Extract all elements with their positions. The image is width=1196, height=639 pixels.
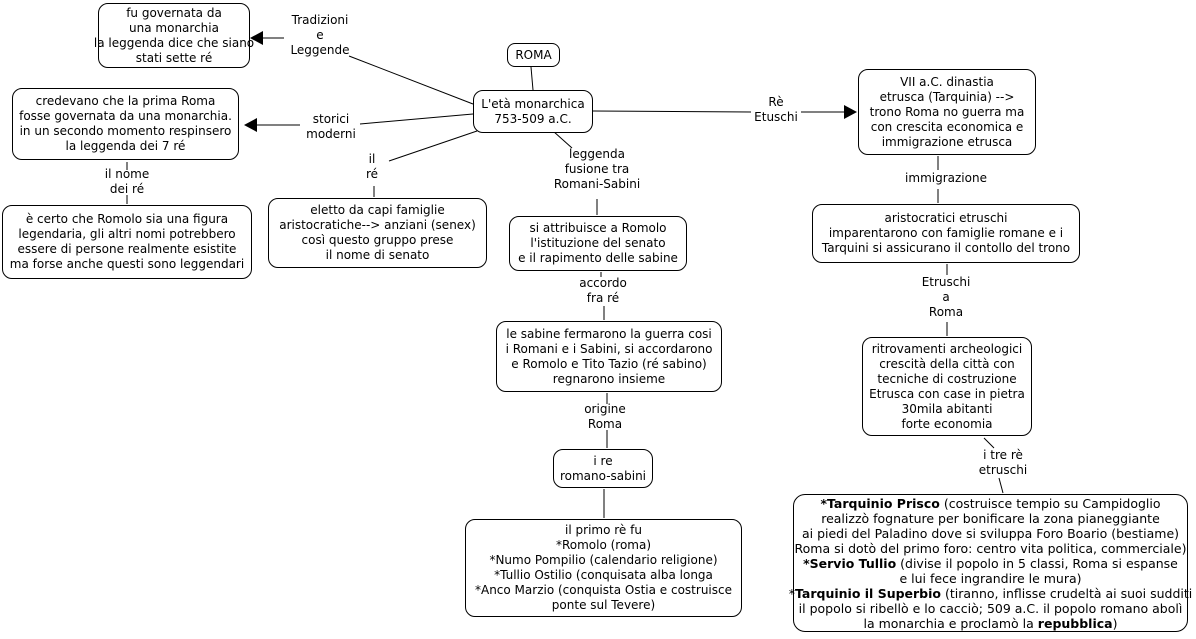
- kings-tarquinio-prisco: *Tarquinio Prisco: [820, 495, 940, 511]
- kings-line-7: *Tarquinio il Superbio (tiranno, infliss…: [788, 585, 1193, 601]
- arrowhead-right-dinastia: [844, 105, 857, 119]
- node-sette-re[interactable]: fu governata da una monarchia la leggend…: [94, 3, 254, 68]
- kings-tarquinio-superbio: Tarquinio il Superbio: [795, 585, 942, 601]
- connector-eta-storici: [359, 113, 474, 125]
- kings-line-1: *Tarquinio Prisco (costruisce tempio su …: [820, 495, 1161, 511]
- node-roma-text: ROMA: [515, 47, 552, 62]
- link-label-accordo-fra-re[interactable]: accordo fra ré: [579, 276, 627, 305]
- node-si-attribuisce[interactable]: si attribuisce a Romolo l'istituzione de…: [509, 216, 687, 271]
- node-eta-monarchica[interactable]: L'età monarchica 753-509 a.C.: [473, 90, 593, 133]
- link-label-re-etuschi[interactable]: Rè Etuschi: [754, 95, 798, 124]
- node-re-romano-sabini[interactable]: i re romano-sabini: [553, 449, 653, 488]
- node-ritrovamenti-text: ritrovamenti archeologici crescità della…: [869, 341, 1025, 431]
- arrowhead-left-tradizioni: [250, 31, 263, 45]
- node-primo-re[interactable]: il primo rè fu *Romolo (roma) *Numo Pomp…: [465, 519, 742, 617]
- link-label-origine-roma[interactable]: origine Roma: [584, 402, 626, 431]
- node-dinastia-etrusca-text: VII a.C. dinastia etrusca (Tarquinia) --…: [869, 74, 1025, 149]
- kings-line-4: Roma si dotò del primo foro: centro vita…: [794, 540, 1187, 556]
- node-eletto-text: eletto da capi famiglie aristocratiche--…: [279, 203, 476, 262]
- node-sette-re-text: fu governata da una monarchia la leggend…: [93, 5, 255, 65]
- connector-eta-reetuschi: [592, 110, 752, 113]
- kings-line-2: realizzò fognature per bonificare la zon…: [821, 510, 1160, 526]
- link-label-il-nome-dei-re[interactable]: il nome dei ré: [104, 167, 150, 196]
- node-eta-monarchica-text: L'età monarchica 753-509 a.C.: [481, 96, 585, 126]
- node-credevano-text: credevano che la prima Roma fosse govern…: [19, 94, 232, 153]
- node-aristocratici-text: aristocratici etruschi imparentarono con…: [821, 211, 1071, 255]
- node-dinastia-etrusca[interactable]: VII a.C. dinastia etrusca (Tarquinia) --…: [858, 69, 1036, 155]
- link-label-tradizioni-e-leggende[interactable]: Tradizioni e Leggende: [290, 13, 350, 57]
- kings-line-8: il popolo si ribellò e lo cacciò; 509 a.…: [798, 600, 1183, 616]
- connector-ritrovamenti-trere: [983, 437, 995, 449]
- connector-trere-kings: [998, 477, 1004, 494]
- node-sabine-text: le sabine fermarono la guerra cosi i Rom…: [505, 326, 713, 386]
- kings-line-6: e lui fece ingrandire le mura): [899, 570, 1082, 586]
- link-label-leggenda-fusione[interactable]: leggenda fusione tra Romani-Sabini: [553, 147, 641, 191]
- kings-line-3: ai piedi del Paladino dove si sviluppa F…: [801, 525, 1180, 541]
- arrowhead-left-storici: [244, 118, 257, 132]
- link-label-i-tre-re-etruschi[interactable]: i tre rè etruschi: [978, 448, 1028, 477]
- link-label-storici-moderni[interactable]: storici moderni: [306, 112, 356, 141]
- link-label-immigrazione[interactable]: immigrazione: [905, 171, 987, 185]
- node-credevano[interactable]: credevano che la prima Roma fosse govern…: [12, 88, 239, 160]
- node-aristocratici[interactable]: aristocratici etruschi imparentarono con…: [812, 204, 1080, 263]
- link-label-il-re[interactable]: il ré: [365, 152, 379, 181]
- kings-servio-tullio: *Servio Tullio: [803, 555, 897, 571]
- connector-roma-eta: [530, 66, 534, 91]
- link-label-etruschi-a-roma[interactable]: Etruschi a Roma: [921, 275, 971, 319]
- connector-eta-leggenda: [552, 130, 573, 149]
- node-roma[interactable]: ROMA: [507, 43, 560, 67]
- node-re-romano-sabini-text: i re romano-sabini: [559, 453, 647, 483]
- kings-line-5: *Servio Tullio (divise il popolo in 5 cl…: [803, 555, 1178, 571]
- node-eletto[interactable]: eletto da capi famiglie aristocratiche--…: [268, 198, 487, 268]
- node-tre-re-etruschi[interactable]: *Tarquinio Prisco (costruisce tempio su …: [789, 494, 1192, 632]
- kings-line-9: la monarchia e proclamò la repubblica): [863, 615, 1118, 631]
- node-romolo-figura[interactable]: è certo che Romolo sia una figura legend…: [2, 205, 252, 279]
- node-si-attribuisce-text: si attribuisce a Romolo l'istituzione de…: [518, 221, 678, 265]
- node-romolo-figura-text: è certo che Romolo sia una figura legend…: [9, 212, 245, 271]
- connector-eta-tradizioni: [348, 55, 474, 105]
- node-sabine[interactable]: le sabine fermarono la guerra cosi i Rom…: [496, 321, 722, 392]
- node-ritrovamenti[interactable]: ritrovamenti archeologici crescità della…: [862, 337, 1032, 436]
- connector-eta-ilre: [388, 130, 478, 162]
- node-primo-re-text: il primo rè fu *Romolo (roma) *Numo Pomp…: [474, 523, 732, 612]
- kings-repubblica: repubblica: [1037, 615, 1113, 631]
